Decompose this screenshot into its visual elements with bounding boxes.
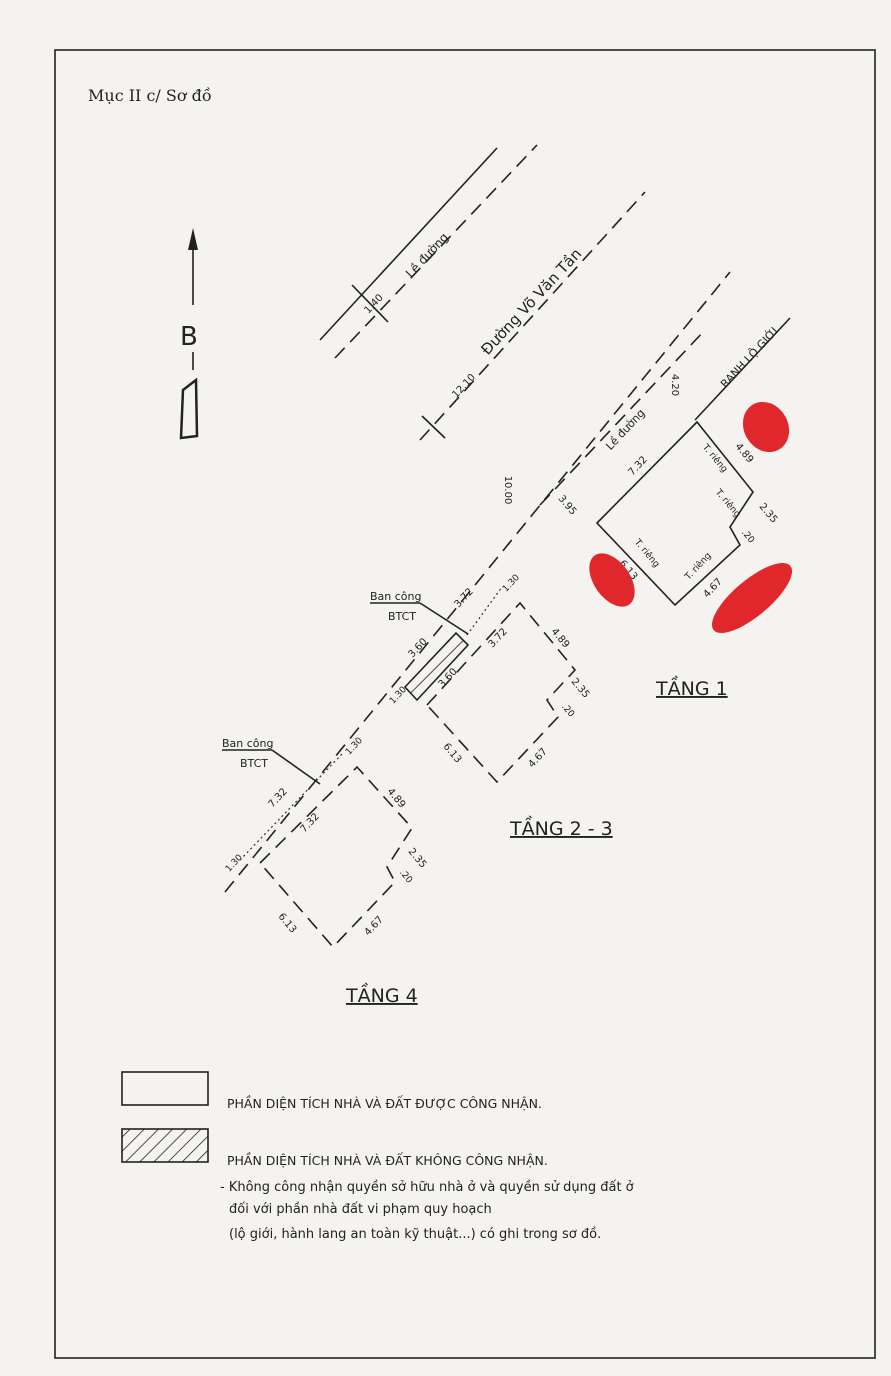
redaction-marks: [589, 401, 793, 633]
street-center-dashed-line: [419, 191, 646, 441]
floor23-hatched-area: [403, 631, 470, 702]
legend-note-line1: - Không công nhận quyền sở hữu nhà ở và …: [220, 1180, 634, 1195]
floor4-balcony-label: Ban công: [222, 737, 274, 750]
floor23-front-b: 3.72: [487, 626, 510, 650]
legend-not-recognized-label: PHẦN DIỆN TÍCH NHÀ VÀ ĐẤT KHÔNG CÔNG NHẬ…: [227, 1152, 548, 1168]
floor23-hatched-a: 3.60: [407, 636, 430, 660]
floor23-balcony-label: Ban công: [370, 590, 422, 603]
floor23-step-dim: 2.35: [569, 676, 592, 700]
floor4-step-dim: 2.35: [406, 846, 429, 870]
dimension-tick: [351, 284, 389, 323]
road-edge-line: [319, 147, 498, 341]
sidewalk-bottom-label: Lề đường: [603, 407, 647, 453]
floor1-back-dim: 4.67: [702, 576, 725, 600]
floor4-left-dim: 6.13: [276, 911, 299, 935]
legend-not-recognized-swatch: [121, 1128, 209, 1163]
wall-label: T. riêng: [682, 550, 713, 583]
floor4-front-b: 7.32: [299, 811, 322, 835]
section-title: Mục II c/ Sơ đồ: [88, 86, 212, 105]
floor1-title: TẦNG 1: [655, 675, 728, 700]
north-arrow-icon: [179, 228, 199, 440]
wall-label: T. riêng: [712, 486, 742, 519]
floor4-outline: [258, 765, 414, 949]
floor4-right-dim: 4.89: [385, 786, 408, 810]
floor1-outline: [595, 420, 754, 607]
frontage-dashed-line: [224, 271, 731, 893]
floor1-notch-dim: .20: [739, 528, 756, 546]
floor23-outline: [425, 601, 577, 784]
balcony-leader: [419, 602, 469, 635]
sidewalk-top-width: 1.40: [363, 292, 386, 316]
dimension-tick: [421, 415, 446, 439]
floor4-title: TẦNG 4: [345, 982, 418, 1007]
north-label: B: [180, 322, 198, 352]
floor4-notch-dim: .20: [397, 868, 414, 886]
floor1-front-dim: 7.32: [627, 454, 650, 478]
floor4-balcony-depth-a: 1.30: [344, 736, 365, 758]
floor23-notch-dim: .20: [559, 702, 576, 720]
floor23-back-dim: 4.67: [527, 746, 550, 770]
page-frame: [54, 49, 876, 1359]
floor23-balcony-material: BTCT: [388, 610, 416, 623]
boundary-label: RANH LỘ GIỚI: [718, 325, 781, 391]
floor23-title: TẦNG 2 - 3: [509, 815, 613, 840]
street-width: 12.10: [450, 372, 478, 400]
sidewalk-dashed-line: [539, 329, 706, 506]
floor23-right-dim: 4.89: [549, 626, 572, 650]
floor1-right-dim: 4.89: [733, 441, 756, 465]
distance-10: 10.00: [502, 476, 513, 505]
floor23-balcony-depth-a: 1.30: [501, 573, 522, 595]
street-name: Đường Võ Văn Tần: [477, 245, 585, 359]
floor4-front-a: 7.32: [267, 786, 290, 810]
legend-note-line3: (lộ giới, hành lang an toàn kỹ thuật...)…: [229, 1227, 601, 1242]
legend-recognized-swatch: [121, 1071, 209, 1106]
floor23-front-a: 3.72: [453, 586, 476, 610]
legend-note-line2: đối với phần nhà đất vi phạm quy hoạch: [229, 1202, 492, 1217]
distance-395: 3.95: [556, 493, 579, 517]
floor4-balcony-material: BTCT: [240, 757, 268, 770]
sidewalk-top-label: Lề đường: [403, 230, 451, 280]
floor4-back-dim: 4.67: [363, 914, 386, 938]
balcony-leader: [271, 749, 321, 785]
road-dashed-line: [334, 144, 538, 359]
boundary-line: [694, 317, 791, 421]
setback-dim: 4.20: [669, 374, 680, 396]
floor23-left-dim: 6.13: [441, 741, 464, 765]
floor1-step-dim: 2.35: [757, 501, 780, 525]
legend-recognized-label: PHẦN DIỆN TÍCH NHÀ VÀ ĐẤT ĐƯỢC CÔNG NHẬN…: [227, 1095, 542, 1111]
